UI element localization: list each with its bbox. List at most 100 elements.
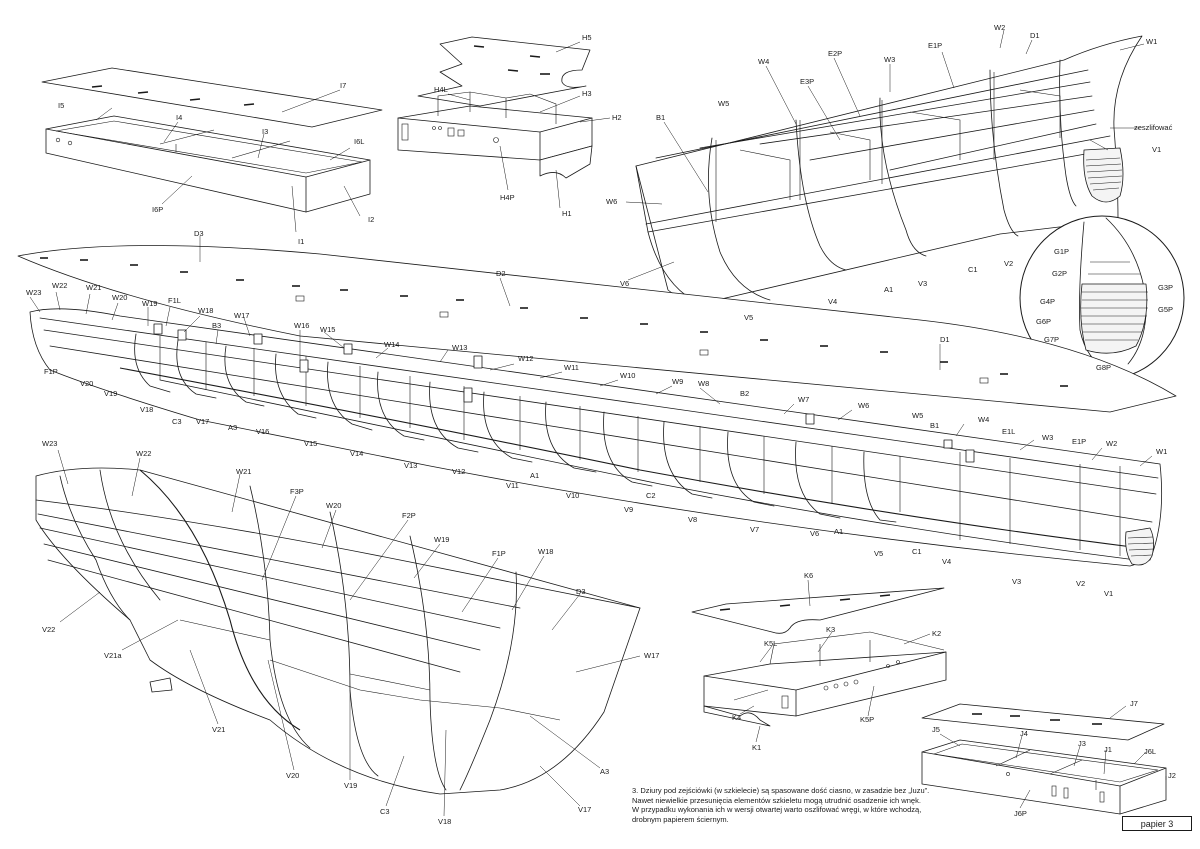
label-zeszlifowac: zeszlifować	[1134, 123, 1173, 132]
label-E1P-bow: E1P	[928, 41, 942, 50]
label-H4L: H4L	[434, 85, 448, 94]
label-W3-bow: W3	[884, 55, 895, 64]
label-G5P: G5P	[1158, 305, 1173, 314]
note-line-3: W przypadku wykonania ich w wersji otwar…	[632, 805, 922, 815]
page-label: papier 3	[1122, 816, 1192, 831]
assembly-note: 3. Dziury pod zejściówki (w szkielecie) …	[632, 786, 962, 824]
label-W11-hull: W11	[564, 363, 579, 372]
label-J1: J1	[1104, 745, 1112, 754]
label-K2: K2	[932, 629, 941, 638]
label-H5: H5	[582, 33, 592, 42]
label-J3: J3	[1078, 739, 1086, 748]
label-W22-stern: W22	[136, 449, 151, 458]
label-V12-hull: V12	[452, 467, 465, 476]
label-D3-top: D3	[194, 229, 204, 238]
label-V5-hull: V5	[874, 549, 883, 558]
label-C3-hull: C3	[172, 417, 182, 426]
leader-lines	[29, 29, 1167, 817]
label-V16-hull: V16	[256, 427, 269, 436]
label-G2P: G2P	[1052, 269, 1067, 278]
label-V9-hull: V9	[624, 505, 633, 514]
label-W5-hull: W5	[912, 411, 923, 420]
label-V6-hull: V6	[810, 529, 819, 538]
assembly-j-box	[921, 703, 1167, 815]
label-V15-hull: V15	[304, 439, 317, 448]
label-H2: H2	[612, 113, 622, 122]
label-V18-hull: V18	[140, 405, 153, 414]
label-K5L: K5L	[764, 639, 777, 648]
label-J4: J4	[1020, 729, 1028, 738]
label-W16-hull: W16	[294, 321, 309, 330]
main-hull-drawing	[17, 245, 1177, 567]
label-V19-stern: V19	[344, 781, 357, 790]
label-W4-hull: W4	[978, 415, 989, 424]
label-G1P: G1P	[1054, 247, 1069, 256]
label-V20-stern: V20	[286, 771, 299, 780]
label-W19-stern: W19	[434, 535, 449, 544]
label-W19-hull: W19	[142, 299, 157, 308]
note-line-4: drobnym papierem ściernym.	[632, 814, 729, 824]
label-W23-stern: W23	[42, 439, 57, 448]
label-W22-hull: W22	[52, 281, 67, 290]
note-line-1: 3. Dziury pod zejściówki (w szkielecie) …	[632, 786, 930, 795]
label-W21-hull: W21	[86, 283, 101, 292]
label-A1-hull: A1	[834, 527, 843, 536]
label-C1-bow: C1	[968, 265, 978, 274]
bow-detail-circle	[1019, 215, 1185, 381]
label-W4-bow: W4	[758, 57, 769, 66]
label-W18-hull: W18	[198, 306, 213, 315]
label-W20-hull: W20	[112, 293, 127, 302]
label-H1: H1	[562, 209, 572, 218]
label-W20-stern: W20	[326, 501, 341, 510]
label-E2P: E2P	[828, 49, 842, 58]
label-K1: K1	[752, 743, 761, 752]
assembly-i-box	[41, 67, 383, 213]
label-D1-bow: D1	[1030, 31, 1040, 40]
label-F2P: F2P	[402, 511, 416, 520]
label-I6L: I6L	[354, 137, 364, 146]
label-J6P: J6P	[1014, 809, 1027, 818]
label-W17-hull: W17	[234, 311, 249, 320]
label-B1-bow: B1	[656, 113, 665, 122]
label-W6-hull: W6	[858, 401, 869, 410]
label-F3P: F3P	[290, 487, 304, 496]
label-W18-stern: W18	[538, 547, 553, 556]
label-W12-hull: W12	[518, 354, 533, 363]
label-V10-hull: V10	[566, 491, 579, 500]
label-W14-hull: W14	[384, 340, 399, 349]
label-V1-bow: V1	[1152, 145, 1161, 154]
label-W23-hull: W23	[26, 288, 41, 297]
label-V20-hull: V20	[80, 379, 93, 388]
label-V19-hull: V19	[104, 389, 117, 398]
label-W2-bow: W2	[994, 23, 1005, 32]
label-B1-hull: B1	[930, 421, 939, 430]
label-C3-stern: C3	[380, 807, 390, 816]
label-G6P: G6P	[1036, 317, 1051, 326]
label-D3-stern: D3	[576, 587, 586, 596]
label-I4: I4	[176, 113, 182, 122]
label-K6: K6	[804, 571, 813, 580]
label-V18-stern: V18	[438, 817, 451, 826]
part-labels: I7 I5 I4 I3 I6L I6P I1 I2 H5 H4L H3 H2 H…	[26, 23, 1176, 826]
label-E3P: E3P	[800, 77, 814, 86]
label-V22-stern: V22	[42, 625, 55, 634]
label-W2-hull: W2	[1106, 439, 1117, 448]
label-W1-bow: W1	[1146, 37, 1157, 46]
label-V5-bow: V5	[744, 313, 753, 322]
label-W21-stern: W21	[236, 467, 251, 476]
label-I5: I5	[58, 101, 64, 110]
label-V21a: V21a	[104, 651, 122, 660]
label-W13-hull: W13	[452, 343, 467, 352]
label-J2: J2	[1168, 771, 1176, 780]
label-K5P: K5P	[860, 715, 874, 724]
label-F1P-stern: F1P	[492, 549, 506, 558]
label-I3: I3	[262, 127, 268, 136]
stern-section-drawing	[35, 467, 641, 795]
label-G4P: G4P	[1040, 297, 1055, 306]
label-W10-hull: W10	[620, 371, 635, 380]
label-J6L: J6L	[1144, 747, 1156, 756]
label-V17-hull: V17	[196, 417, 209, 426]
label-W15-hull: W15	[320, 325, 335, 334]
label-W9-hull: W9	[672, 377, 683, 386]
